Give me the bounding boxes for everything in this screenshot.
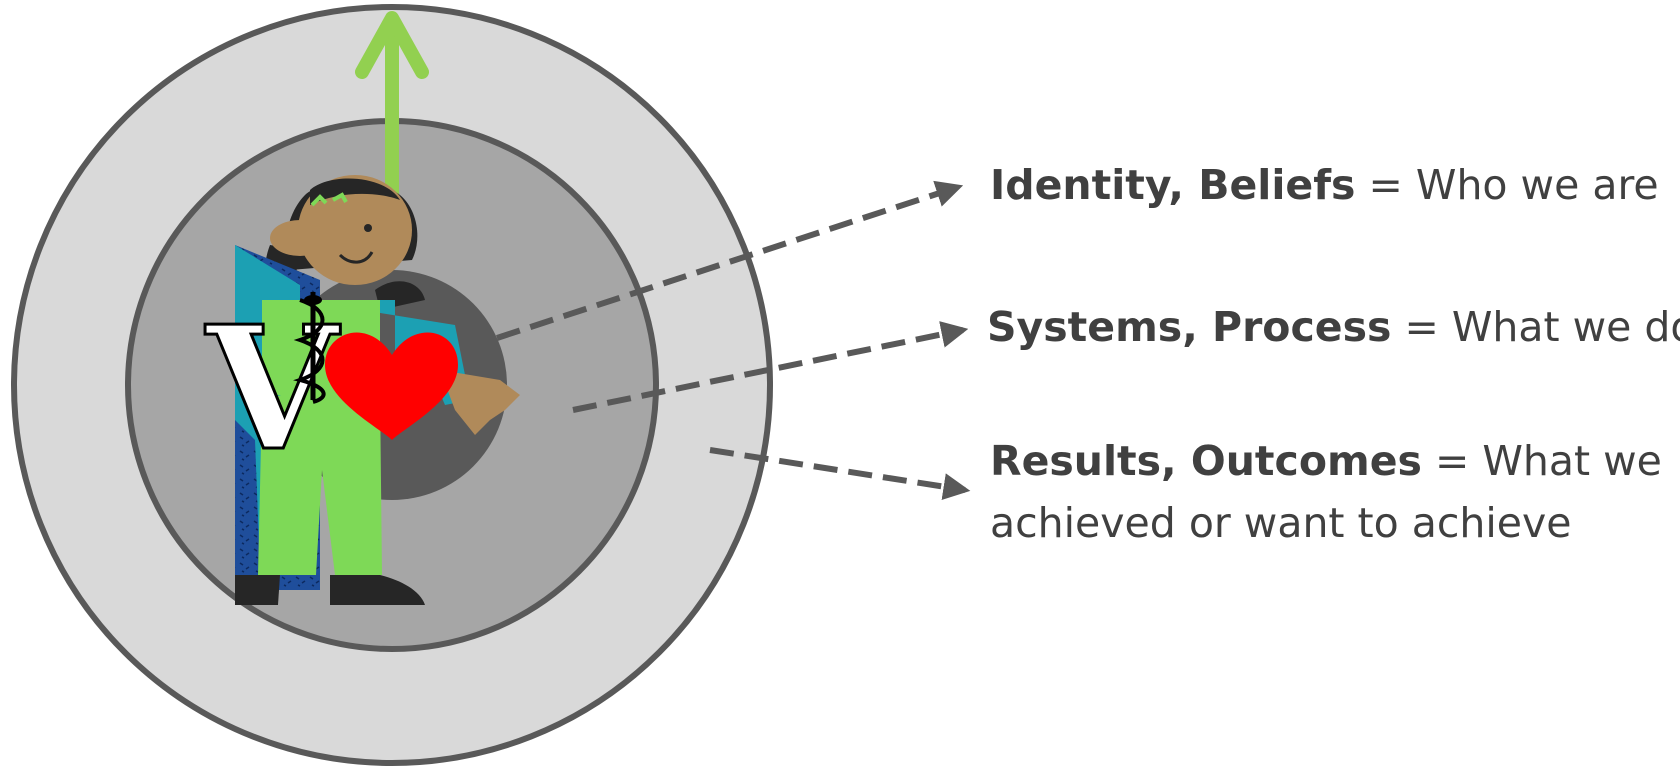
heart-icon [325,332,458,440]
caduceus-icon [293,292,326,404]
results-term: Results, Outcomes [990,437,1422,485]
results-definition: = What we achieved or want to achieve [990,437,1662,547]
label-identity: Identity, Beliefs = Who we are [990,154,1659,216]
person-with-v-heart-emblem-icon: V [204,175,520,605]
label-systems: Systems, Process = What we do [987,296,1680,358]
systems-term: Systems, Process [987,303,1392,351]
systems-definition: = What we do [1404,303,1680,351]
label-results: Results, Outcomes = What we achieved or … [990,430,1670,554]
arrow-identity [496,180,964,341]
identity-term: Identity, Beliefs [990,161,1356,209]
arrow-systems [572,321,969,413]
identity-definition: = Who we are [1368,161,1659,209]
arrow-results [709,447,971,500]
up-arrow-icon [355,11,429,217]
